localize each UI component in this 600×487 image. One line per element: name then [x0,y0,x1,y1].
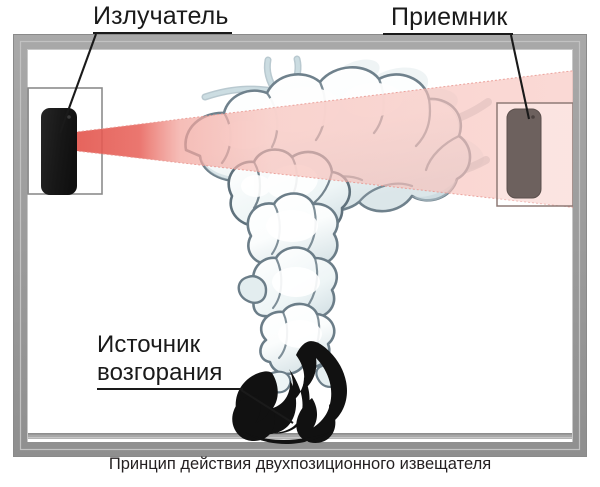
emitter-leader [59,33,97,134]
receiver-leader [509,34,531,120]
label-emitter: Излучатель [93,2,229,30]
label-receiver: Приемник [391,3,508,31]
label-fire-source-line2: возгорания [97,359,223,386]
infrared-beam [67,70,573,208]
fire-leader [240,389,294,424]
leader-lines [59,32,531,424]
label-fire-source: Источник возгорания [97,331,223,387]
label-fire-source-line1: Источник [97,331,201,358]
receiver-device[interactable] [506,108,542,199]
smoke-column [237,192,344,394]
diagram-caption: Принцип действия двухпозиционного извеща… [108,455,492,473]
flame [232,341,347,444]
emitter-device[interactable] [41,108,77,195]
